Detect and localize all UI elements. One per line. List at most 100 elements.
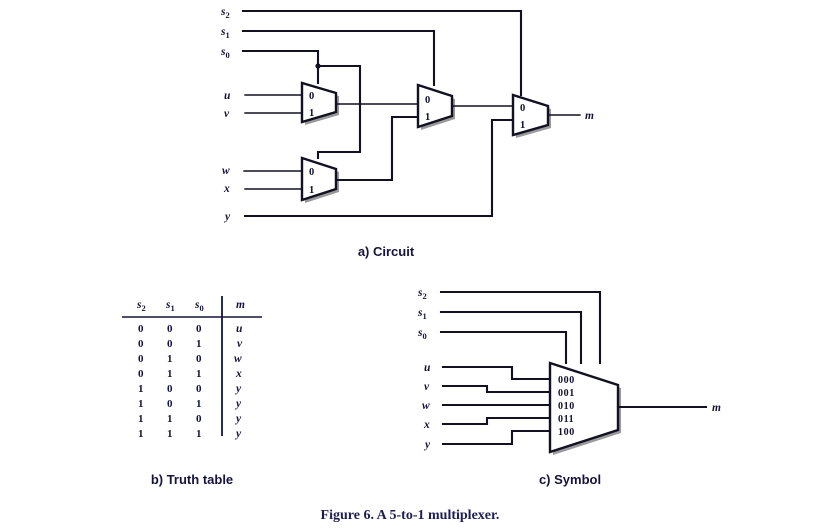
caption-part-b: b) Truth table bbox=[151, 472, 233, 487]
symbol-port-000: 000 bbox=[558, 375, 575, 386]
circuit-label-s2: s2 bbox=[220, 6, 230, 20]
symbol-wire-u bbox=[441, 365, 552, 381]
mux-w-x: 0 1 bbox=[300, 156, 339, 203]
cell-s0: 1 bbox=[196, 428, 202, 440]
cell-m: v bbox=[237, 338, 243, 350]
circuit-label-s1: s1 bbox=[220, 26, 230, 40]
cell-s2: 0 bbox=[138, 338, 144, 350]
truth-table-header: s2 s1 s0 m bbox=[136, 299, 245, 313]
symbol-wire-s0 bbox=[439, 330, 568, 365]
cell-m: y bbox=[234, 428, 242, 440]
cell-m: w bbox=[234, 353, 242, 365]
truth-table-header-s2: s2 bbox=[136, 299, 146, 313]
circuit-label-m: m bbox=[585, 110, 594, 122]
symbol-label-s2: s2 bbox=[417, 287, 427, 301]
mux-u-v-port-0: 0 bbox=[309, 91, 314, 102]
cell-m: u bbox=[236, 323, 243, 335]
wire-mux-wx-out bbox=[334, 115, 429, 182]
circuit-label-s0: s0 bbox=[220, 46, 230, 60]
cell-s2: 1 bbox=[138, 383, 144, 395]
symbol-port-codes: 000 001 010 011 100 bbox=[558, 375, 575, 438]
cell-s0: 0 bbox=[196, 413, 202, 425]
cell-s1: 0 bbox=[167, 398, 173, 410]
cell-s1: 0 bbox=[167, 383, 173, 395]
symbol-wire-v bbox=[441, 384, 552, 394]
circuit-label-y: y bbox=[223, 211, 231, 223]
figure-caption: Figure 6. A 5-to-1 multiplexer. bbox=[321, 508, 500, 523]
mux-middle-port-0: 0 bbox=[425, 95, 430, 106]
table-row: 0 1 0 w bbox=[138, 353, 242, 365]
symbol-select-labels: s2 s1 s0 bbox=[417, 287, 427, 341]
mux-u-v-port-1: 1 bbox=[309, 108, 314, 119]
symbol-label-x: x bbox=[423, 419, 430, 431]
cell-s0: 0 bbox=[196, 353, 202, 365]
symbol-label-s0: s0 bbox=[417, 327, 427, 341]
symbol-label-y: y bbox=[423, 439, 431, 451]
cell-s1: 1 bbox=[167, 368, 173, 380]
wire-s1 bbox=[241, 29, 436, 87]
truth-table-header-s0: s0 bbox=[194, 299, 204, 313]
circuit-data-labels: u v w x y bbox=[222, 90, 231, 223]
cell-s2: 0 bbox=[138, 353, 144, 365]
table-row: 1 1 0 y bbox=[138, 413, 242, 425]
symbol-label-m: m bbox=[712, 402, 721, 414]
circuit-select-labels: s2 s1 s0 bbox=[220, 6, 230, 60]
symbol-data-labels: u v w x y bbox=[422, 362, 431, 451]
symbol-wire-s1 bbox=[439, 310, 583, 365]
cell-s1: 0 bbox=[167, 323, 173, 335]
symbol-port-011: 011 bbox=[558, 414, 574, 425]
cell-s2: 0 bbox=[138, 323, 144, 335]
circuit-label-w: w bbox=[222, 165, 230, 177]
cell-s1: 0 bbox=[167, 338, 173, 350]
mux-middle-body bbox=[416, 83, 454, 129]
cell-s2: 1 bbox=[138, 398, 144, 410]
circuit-label-u: u bbox=[224, 90, 231, 102]
truth-table-section: s2 s1 s0 m 0 0 0 u 0 0 1 bbox=[122, 296, 262, 487]
mux-output: 0 1 bbox=[511, 93, 551, 138]
mux-middle: 0 1 bbox=[416, 83, 455, 130]
wire-s0-trunk bbox=[241, 49, 320, 85]
table-row: 0 0 1 v bbox=[138, 338, 243, 350]
symbol-port-001: 001 bbox=[558, 388, 575, 399]
cell-s1: 1 bbox=[167, 353, 173, 365]
circuit-label-x: x bbox=[223, 183, 230, 195]
junction-dot-s0 bbox=[315, 63, 321, 69]
cell-s1: 1 bbox=[167, 413, 173, 425]
table-row: 1 0 0 y bbox=[138, 383, 242, 395]
mux-w-x-port-1: 1 bbox=[309, 185, 314, 196]
mux-middle-port-1: 1 bbox=[425, 112, 430, 123]
table-row: 1 0 1 y bbox=[138, 398, 242, 410]
symbol-wire-x bbox=[441, 416, 552, 426]
table-row: 0 0 0 u bbox=[138, 323, 243, 335]
cell-m: y bbox=[234, 383, 242, 395]
circuit-section: s2 s1 s0 u v w x y bbox=[220, 6, 594, 259]
symbol-label-u: u bbox=[424, 362, 431, 374]
table-row: 0 1 1 x bbox=[138, 368, 242, 380]
symbol-section: s2 s1 s0 u v w x y bbox=[417, 287, 721, 487]
table-row: 1 1 1 y bbox=[138, 428, 242, 440]
cell-s0: 1 bbox=[196, 338, 202, 350]
cell-s1: 1 bbox=[167, 428, 173, 440]
mux-output-body bbox=[511, 93, 550, 137]
symbol-label-w: w bbox=[422, 400, 430, 412]
mux-u-v-body bbox=[300, 81, 338, 124]
cell-s2: 1 bbox=[138, 413, 144, 425]
symbol-mux-body bbox=[548, 361, 620, 454]
symbol-port-010: 010 bbox=[558, 401, 575, 412]
truth-table-header-m: m bbox=[236, 299, 245, 311]
caption-part-a: a) Circuit bbox=[358, 244, 415, 259]
cell-s2: 1 bbox=[138, 428, 144, 440]
wire-s0-branch-bottom bbox=[316, 64, 362, 160]
cell-s2: 0 bbox=[138, 368, 144, 380]
cell-m: y bbox=[234, 398, 242, 410]
mux-output-port-0: 0 bbox=[520, 103, 525, 114]
wire-y-in bbox=[243, 118, 515, 218]
cell-m: x bbox=[235, 368, 242, 380]
cell-s0: 0 bbox=[196, 323, 202, 335]
symbol-label-s1: s1 bbox=[417, 307, 427, 321]
symbol-wire-s2 bbox=[439, 290, 602, 365]
cell-s0: 1 bbox=[196, 368, 202, 380]
symbol-port-100: 100 bbox=[558, 427, 575, 438]
